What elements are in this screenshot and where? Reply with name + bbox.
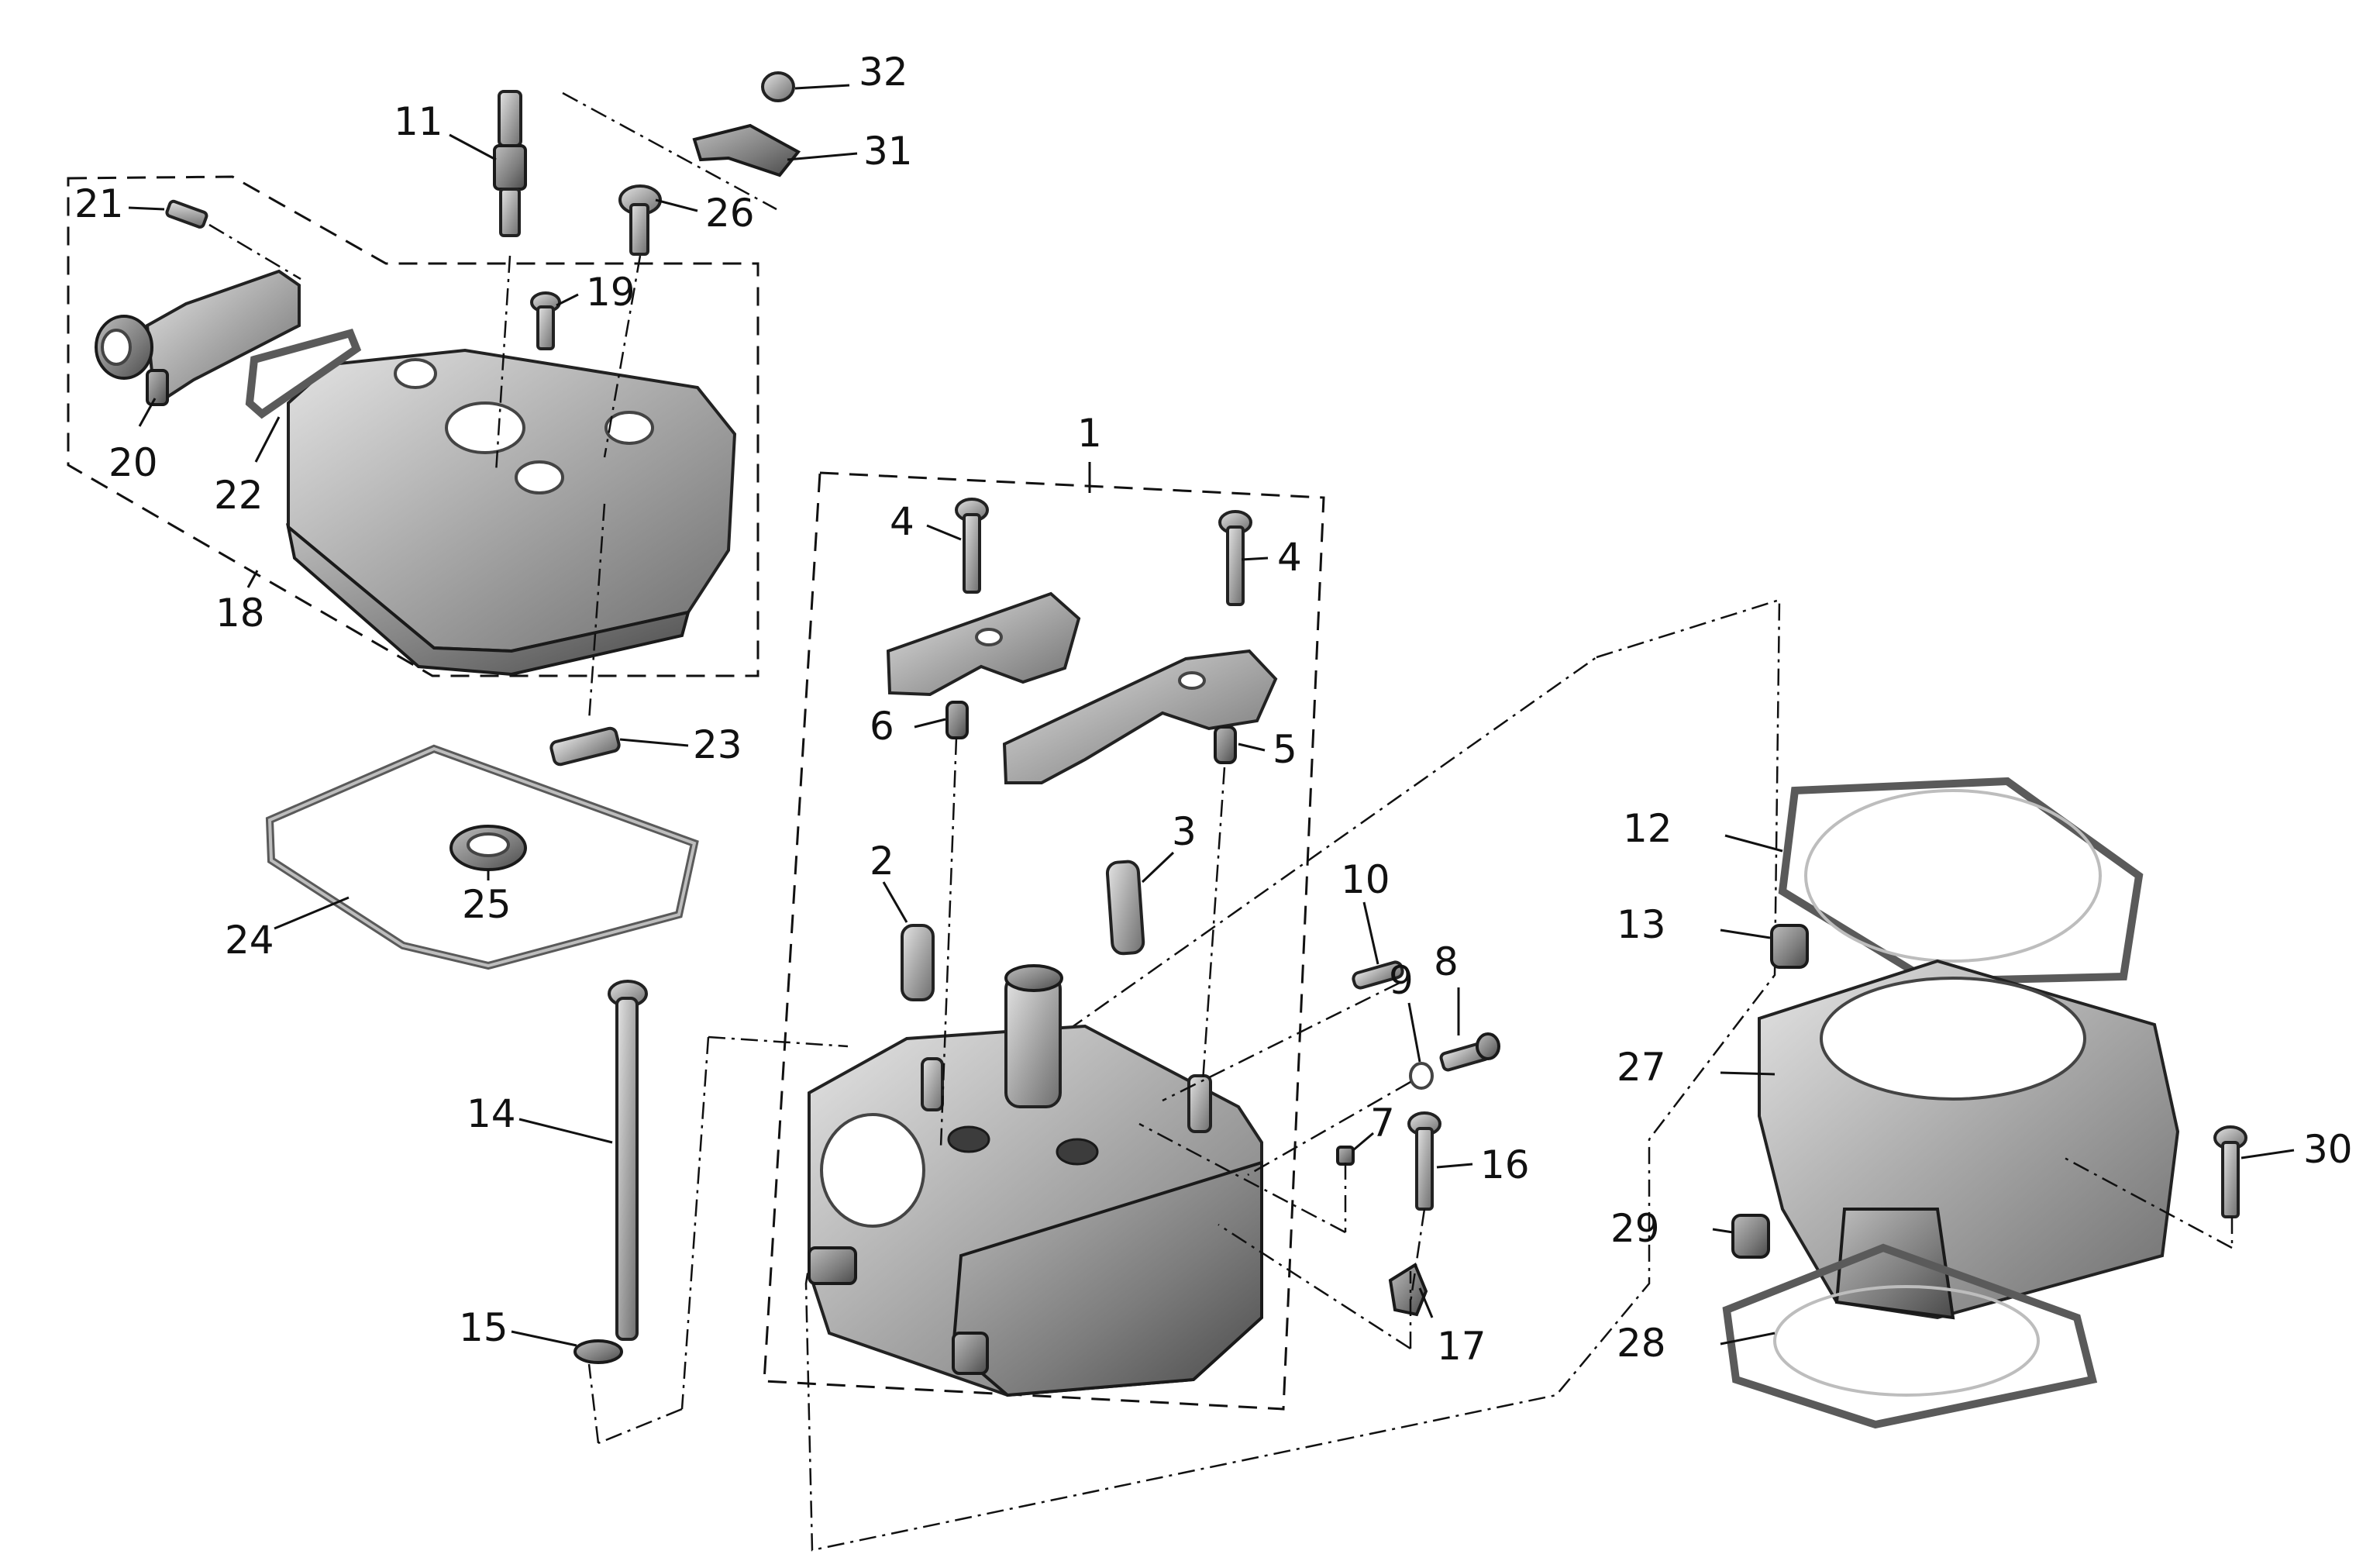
callout-31: 31 [863, 129, 913, 174]
callout-30: 30 [2303, 1127, 2353, 1172]
bolt-16 [1407, 1111, 1441, 1211]
cylinder-base-gasket [1722, 1243, 2098, 1429]
callout-18: 18 [215, 591, 265, 636]
callout-15: 15 [459, 1305, 508, 1350]
callout-12: 12 [1623, 806, 1672, 851]
dowel-29 [1731, 1214, 1770, 1259]
callout-8: 8 [1434, 939, 1459, 984]
callout-7: 7 [1370, 1101, 1395, 1146]
pin-10 [1352, 960, 1404, 990]
callout-4-left: 4 [890, 499, 914, 544]
callout-16: 16 [1480, 1142, 1530, 1187]
cylinder-head-gasket [1778, 777, 2144, 986]
callout-3: 3 [1172, 809, 1197, 854]
callout-4-right: 4 [1277, 535, 1302, 580]
callout-1: 1 [1077, 411, 1102, 456]
valve-guide-2 [901, 924, 935, 1001]
callout-29: 29 [1610, 1206, 1660, 1251]
cap-bolt-right [1218, 510, 1252, 606]
callouts: 1 2 3 4 4 5 6 7 8 9 10 11 12 13 14 15 16 [74, 50, 2353, 1369]
breather-gasket [245, 328, 362, 419]
callout-9: 9 [1389, 958, 1414, 1003]
dowel-5 [1214, 725, 1237, 764]
dowel-13 [1770, 924, 1809, 969]
callout-14: 14 [467, 1091, 516, 1136]
callout-20: 20 [108, 440, 158, 485]
cover-bolt-19 [530, 291, 561, 350]
callout-25: 25 [462, 882, 511, 927]
cover-insert [549, 726, 621, 767]
callout-24: 24 [225, 918, 274, 963]
cover-bolt-26 [618, 184, 662, 256]
head-bolt-14 [608, 980, 648, 1341]
breather-housing [95, 269, 301, 406]
callout-10: 10 [1341, 857, 1390, 902]
callout-13: 13 [1617, 902, 1666, 947]
callout-27: 27 [1617, 1045, 1666, 1090]
valve-cover-gasket [265, 744, 699, 970]
washer-9 [1409, 1062, 1434, 1090]
callout-6: 6 [870, 704, 894, 749]
callout-23: 23 [693, 722, 742, 767]
camshaft-cap-right [1002, 649, 1278, 784]
callout-19: 19 [586, 270, 635, 315]
bolt-8 [1439, 1032, 1500, 1072]
cylinder-head [808, 964, 1263, 1397]
spark-plug-seal [449, 825, 527, 871]
cylinder [1758, 959, 2180, 1320]
callout-11: 11 [394, 99, 443, 144]
cylinder-head-group-outline [763, 471, 1325, 1411]
callout-26: 26 [705, 191, 755, 236]
spark-plug [493, 90, 527, 237]
valve-guide-3 [1105, 860, 1145, 956]
callout-2: 2 [870, 839, 894, 884]
bracket-17 [1388, 1263, 1428, 1317]
washer-15 [573, 1339, 623, 1364]
cap-bolt-left [955, 498, 989, 594]
callout-32: 32 [859, 50, 908, 95]
dowel-6 [945, 701, 969, 739]
bolt-30 [2213, 1125, 2247, 1218]
callout-21: 21 [74, 181, 124, 226]
cover-bolt-21 [165, 199, 208, 229]
plug-7 [1336, 1146, 1355, 1166]
callout-5: 5 [1273, 727, 1297, 772]
valve-cover-group-outline [67, 175, 759, 677]
callout-17: 17 [1437, 1324, 1486, 1369]
plug-cap-bracket [692, 71, 801, 177]
alignment-lines [208, 91, 2234, 1445]
callout-22: 22 [214, 473, 263, 518]
valve-cover [285, 348, 737, 677]
camshaft-cap-left [886, 591, 1081, 697]
callout-28: 28 [1617, 1321, 1666, 1366]
